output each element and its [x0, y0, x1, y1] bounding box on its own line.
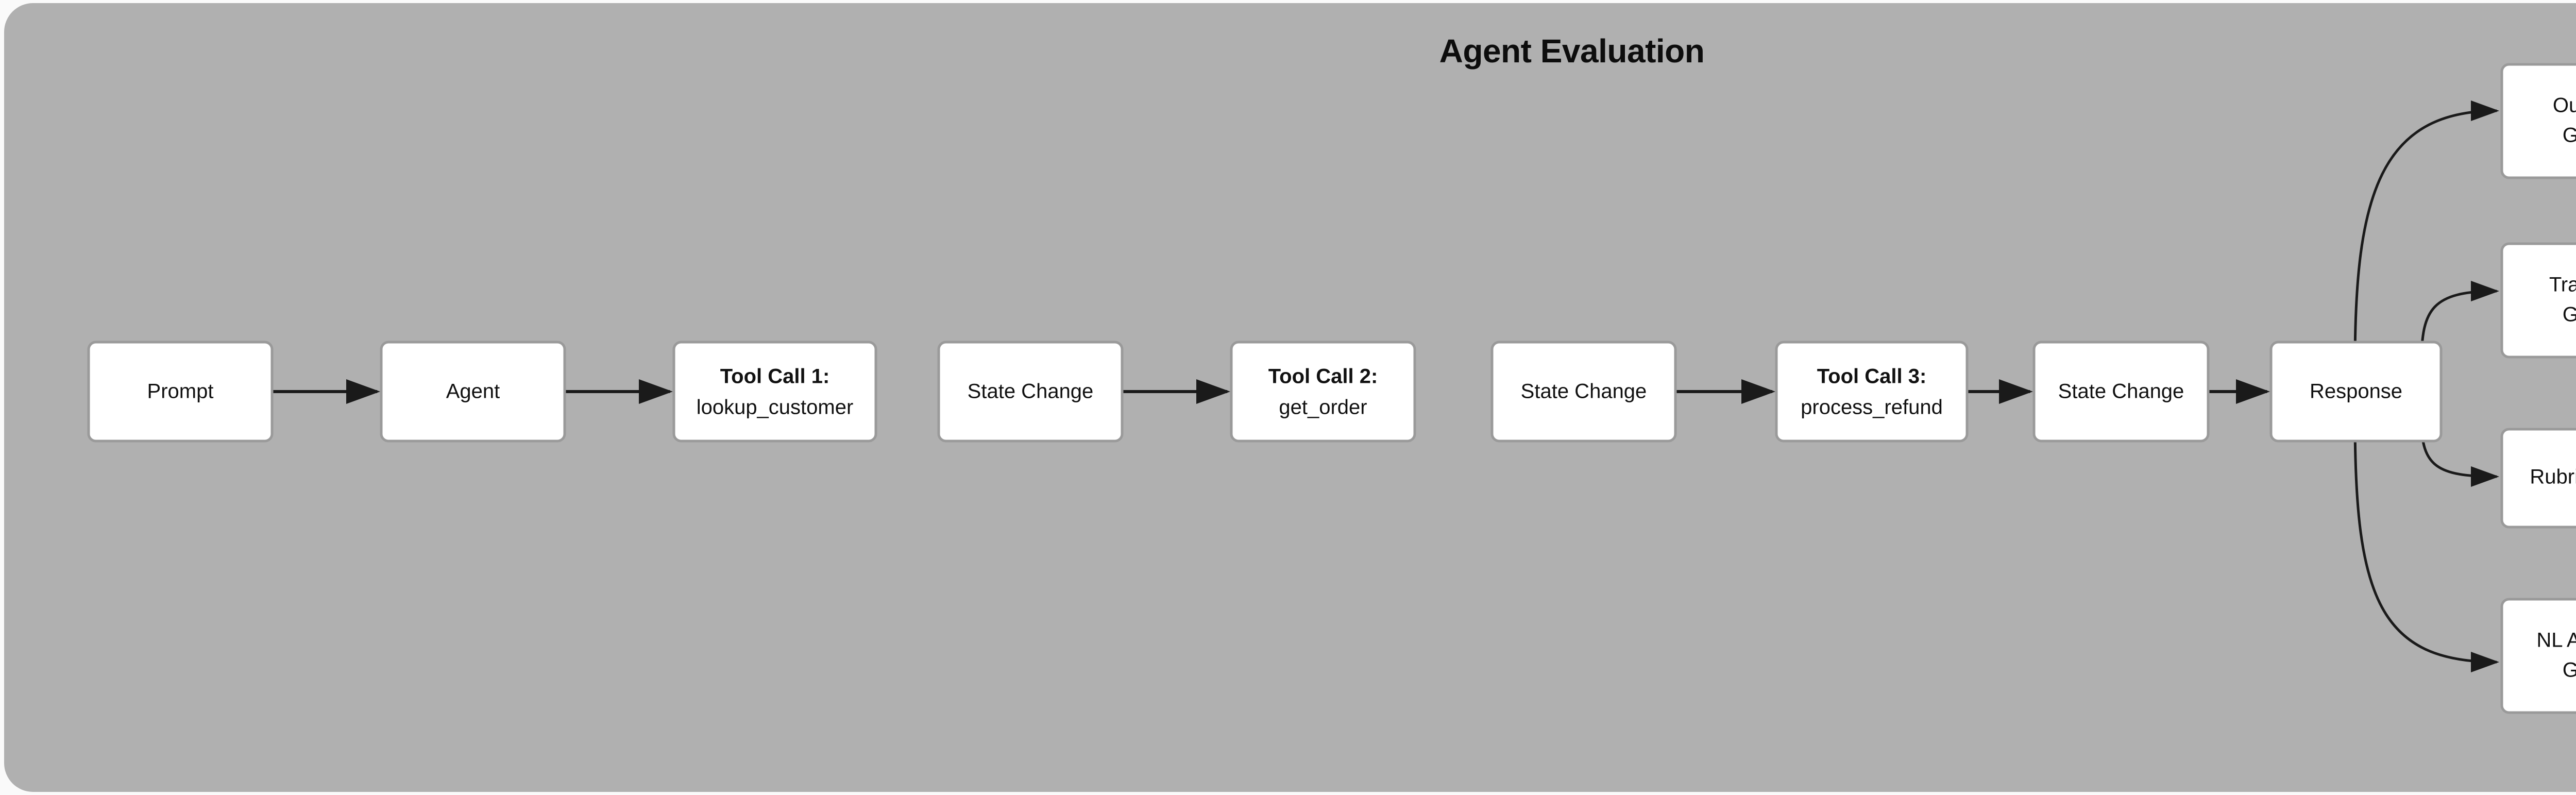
- node-outcome-grader[interactable]: Outcome Grader: [2500, 63, 2576, 179]
- node-outcome-grader-box[interactable]: [2500, 63, 2576, 179]
- node-nl-assertion-grader[interactable]: NL Assertion Grader: [2500, 598, 2576, 714]
- node-agent-box[interactable]: [380, 341, 566, 443]
- node-state1[interactable]: State Change: [937, 341, 1124, 443]
- node-toolcall2[interactable]: Tool Call 2: get_order: [1230, 341, 1416, 443]
- node-state3-label: State Change: [2058, 380, 2184, 403]
- node-trajectory-grader[interactable]: Trajectory Grader: [2500, 242, 2576, 359]
- node-toolcall3-title: Tool Call 3:: [1817, 365, 1927, 388]
- edge-response-to-outcome: [2353, 100, 2499, 364]
- node-rubric-grader-label: Rubric Grader: [2530, 466, 2576, 488]
- node-response[interactable]: Response: [2269, 341, 2443, 443]
- node-state3-box[interactable]: [2032, 341, 2210, 443]
- node-response-label: Response: [2310, 380, 2402, 403]
- node-toolcall2-title: Tool Call 2:: [1268, 365, 1378, 388]
- page-title: Agent Evaluation: [1439, 32, 1705, 70]
- node-rubric-grader-box[interactable]: [2500, 428, 2576, 529]
- node-prompt-label: Prompt: [147, 380, 214, 403]
- node-toolcall3-box[interactable]: [1775, 341, 1969, 443]
- node-nl-assertion-grader-box[interactable]: [2500, 598, 2576, 714]
- node-state2-label: State Change: [1521, 380, 1647, 403]
- node-state3[interactable]: State Change: [2032, 341, 2210, 443]
- node-prompt-box[interactable]: [87, 341, 274, 443]
- node-toolcall1[interactable]: Tool Call 1: lookup_customer: [672, 341, 877, 443]
- node-toolcall2-box[interactable]: [1230, 341, 1416, 443]
- node-nl-assertion-grader-line2: Grader: [2563, 659, 2576, 682]
- node-prompt[interactable]: Prompt: [87, 341, 274, 443]
- node-state2-box[interactable]: [1490, 341, 1677, 443]
- edge-response-to-nlassert: [2353, 419, 2499, 672]
- node-response-box[interactable]: [2269, 341, 2443, 443]
- node-toolcall1-tool: lookup_customer: [697, 396, 854, 419]
- node-outcome-grader-line2: Grader: [2563, 124, 2576, 147]
- node-rubric-grader[interactable]: Rubric Grader: [2500, 428, 2576, 529]
- node-toolcall3[interactable]: Tool Call 3: process_refund: [1775, 341, 1969, 443]
- node-nl-assertion-grader-line1: NL Assertion: [2536, 629, 2576, 652]
- node-agent-label: Agent: [446, 380, 500, 403]
- node-toolcall3-tool: process_refund: [1801, 396, 1943, 419]
- node-state2[interactable]: State Change: [1490, 341, 1677, 443]
- node-toolcall2-tool: get_order: [1279, 396, 1367, 419]
- node-state1-box[interactable]: [937, 341, 1124, 443]
- node-toolcall1-title: Tool Call 1:: [720, 365, 830, 388]
- node-toolcall1-box[interactable]: [672, 341, 877, 443]
- node-trajectory-grader-line2: Grader: [2563, 303, 2576, 326]
- node-trajectory-grader-line1: Trajectory: [2549, 274, 2576, 296]
- node-trajectory-grader-box[interactable]: [2500, 242, 2576, 359]
- node-agent[interactable]: Agent: [380, 341, 566, 443]
- node-outcome-grader-line1: Outcome: [2553, 94, 2576, 117]
- node-state1-label: State Change: [968, 380, 1094, 403]
